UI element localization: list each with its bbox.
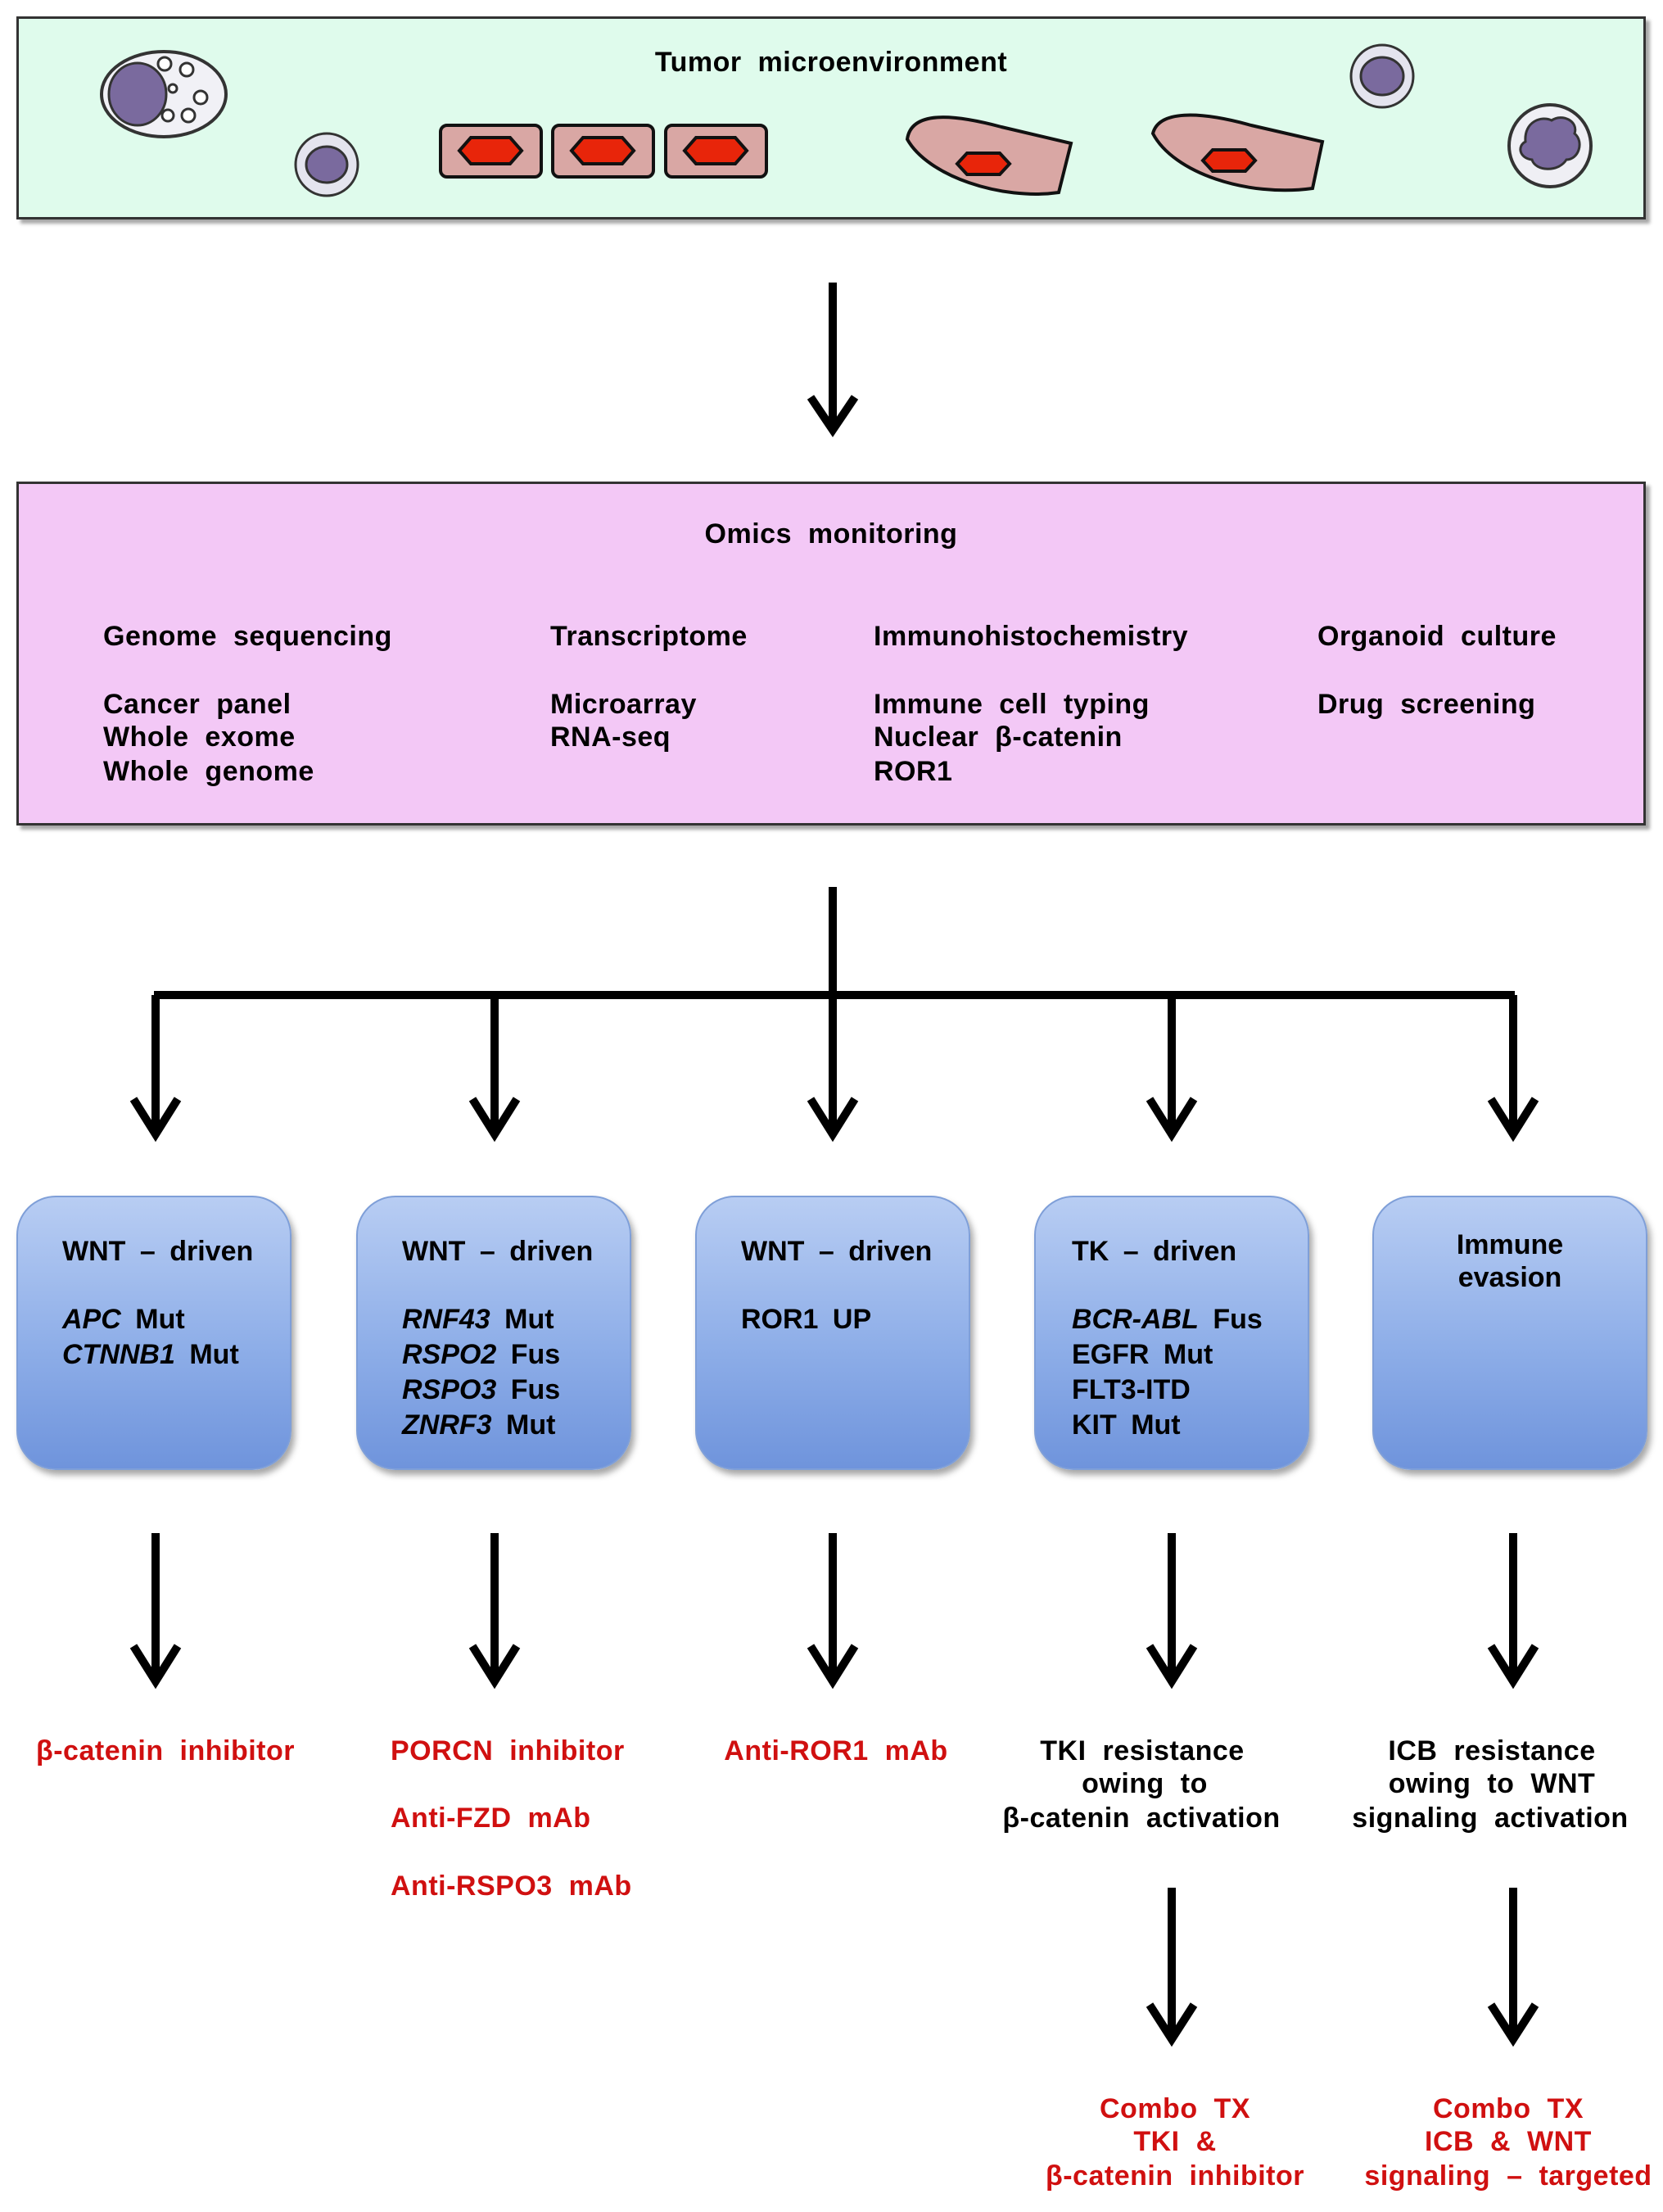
tki-resistance-line: β-catenin activation <box>1002 1803 1281 1834</box>
alteration-label: Mut <box>189 1339 239 1370</box>
arrow-head-icon <box>1146 2002 1198 2047</box>
category-lines: BCR-ABL Fus EGFR Mut FLT3-ITD KIT Mut <box>1072 1302 1263 1443</box>
omics-col3-item: Nuclear β-catenin <box>874 722 1123 753</box>
omics-monitoring-title: Omics monitoring <box>704 518 958 550</box>
category-title: WNT – driven <box>741 1236 933 1267</box>
fibroblast-cells-icon <box>905 113 1325 196</box>
combo-tki-line: TKI & <box>1133 2126 1217 2157</box>
epithelial-tumor-cells-icon <box>439 124 768 179</box>
arrow-head-icon <box>1146 1097 1198 1142</box>
category-card-wnt-rnf43: WNT – driven RNF43 Mut RSPO2 Fus RSPO3 F… <box>356 1196 631 1470</box>
omics-col3-item: ROR1 <box>874 756 953 787</box>
category-card-immune-evasion: Immune evasion <box>1372 1196 1647 1470</box>
combo-tki-line: β-catenin inhibitor <box>1045 2160 1305 2192</box>
therapy-porcn-inhibitor: PORCN inhibitor <box>391 1735 625 1766</box>
therapy-anti-fzd: Anti-FZD mAb <box>391 1803 591 1834</box>
omics-col4-heading: Organoid culture <box>1317 621 1557 652</box>
omics-col3-item: Immune cell typing <box>874 689 1150 720</box>
arrow-head-icon <box>129 1644 182 1690</box>
lymphocyte-icon <box>294 132 359 197</box>
tki-resistance-line: TKI resistance <box>1040 1735 1245 1766</box>
category-title: TK – driven <box>1072 1236 1237 1267</box>
arrow-head-icon <box>1487 2002 1539 2047</box>
arrow-head-icon <box>807 395 859 437</box>
omics-col1-item: Whole genome <box>103 756 314 787</box>
arrow-head-icon <box>1487 1097 1539 1142</box>
combo-icb-line: Combo TX <box>1433 2093 1584 2124</box>
alteration-label: FLT3-ITD <box>1072 1374 1191 1405</box>
icb-resistance-line: signaling activation <box>1352 1803 1629 1834</box>
alteration-label: EGFR Mut <box>1072 1339 1213 1370</box>
combo-icb-line: ICB & WNT <box>1425 2126 1592 2157</box>
omics-col2-item: RNA-seq <box>550 722 671 753</box>
arrow-head-icon <box>129 1097 182 1142</box>
omics-col4-item: Drug screening <box>1317 689 1536 720</box>
arrow-head-icon <box>468 1097 521 1142</box>
category-title: Immune evasion <box>1456 1229 1564 1293</box>
alteration-label: Fus <box>510 1339 561 1370</box>
gene-name: APC <box>62 1304 121 1335</box>
cell-illustrations <box>100 43 1593 197</box>
gene-name: RNF43 <box>402 1304 490 1335</box>
therapy-beta-catenin-inhibitor: β-catenin inhibitor <box>35 1735 296 1766</box>
gene-name: BCR-ABL <box>1072 1304 1199 1335</box>
tumor-microenvironment-title: Tumor microenvironment <box>654 47 1008 78</box>
omics-col1-heading: Genome sequencing <box>103 621 392 652</box>
gene-name: RSPO2 <box>402 1339 497 1370</box>
gene-name: RSPO3 <box>402 1374 497 1405</box>
omics-col1-item: Whole exome <box>103 722 296 753</box>
category-title: WNT – driven <box>62 1236 254 1267</box>
omics-col2-heading: Transcriptome <box>550 621 748 652</box>
arrow-head-icon <box>807 1644 859 1690</box>
alteration-label: Fus <box>1213 1304 1263 1335</box>
omics-col2-item: Microarray <box>550 689 697 720</box>
category-lines: ROR1 UP <box>741 1302 871 1337</box>
category-card-wnt-apc: WNT – driven APC Mut CTNNB1 Mut <box>16 1196 291 1470</box>
tki-resistance-line: owing to <box>1082 1768 1208 1799</box>
category-title: WNT – driven <box>402 1236 594 1267</box>
icb-resistance-line: owing to WNT <box>1388 1768 1596 1799</box>
tumor-microenvironment-panel <box>16 16 1646 219</box>
omics-col1-item: Cancer panel <box>103 689 291 720</box>
combo-tki-line: Combo TX <box>1100 2093 1250 2124</box>
macrophage-cell-icon <box>100 50 228 138</box>
arrow-head-icon <box>807 1097 859 1142</box>
arrow-head-icon <box>1487 1644 1539 1690</box>
omics-col3-heading: Immunohistochemistry <box>874 621 1189 652</box>
omics-monitoring-panel <box>16 482 1646 826</box>
icb-resistance-line: ICB resistance <box>1388 1735 1596 1766</box>
gene-name: CTNNB1 <box>62 1339 175 1370</box>
arrow-head-icon <box>1146 1644 1198 1690</box>
alteration-label: Mut <box>506 1409 556 1441</box>
therapy-anti-rspo3: Anti-RSPO3 mAb <box>391 1870 632 1902</box>
combo-icb-line: signaling – targeted <box>1364 2160 1652 2192</box>
arrow-head-icon <box>468 1644 521 1690</box>
alteration-label: Fus <box>510 1374 561 1405</box>
therapy-anti-ror1: Anti-ROR1 mAb <box>724 1735 948 1766</box>
category-card-wnt-ror1: WNT – driven ROR1 UP <box>695 1196 970 1470</box>
category-card-tk-driven: TK – driven BCR-ABL Fus EGFR Mut FLT3-IT… <box>1034 1196 1309 1470</box>
alteration-label: Mut <box>135 1304 185 1335</box>
category-lines: RNF43 Mut RSPO2 Fus RSPO3 Fus ZNRF3 Mut <box>402 1302 560 1443</box>
alteration-label: Mut <box>504 1304 554 1335</box>
alteration-label: KIT Mut <box>1072 1409 1181 1441</box>
granulocyte-icon <box>1507 103 1593 188</box>
alteration-label: ROR1 UP <box>741 1304 872 1335</box>
gene-name: ZNRF3 <box>402 1409 492 1441</box>
category-lines: APC Mut CTNNB1 Mut <box>62 1302 239 1373</box>
lymphocyte-icon-2 <box>1349 43 1415 109</box>
